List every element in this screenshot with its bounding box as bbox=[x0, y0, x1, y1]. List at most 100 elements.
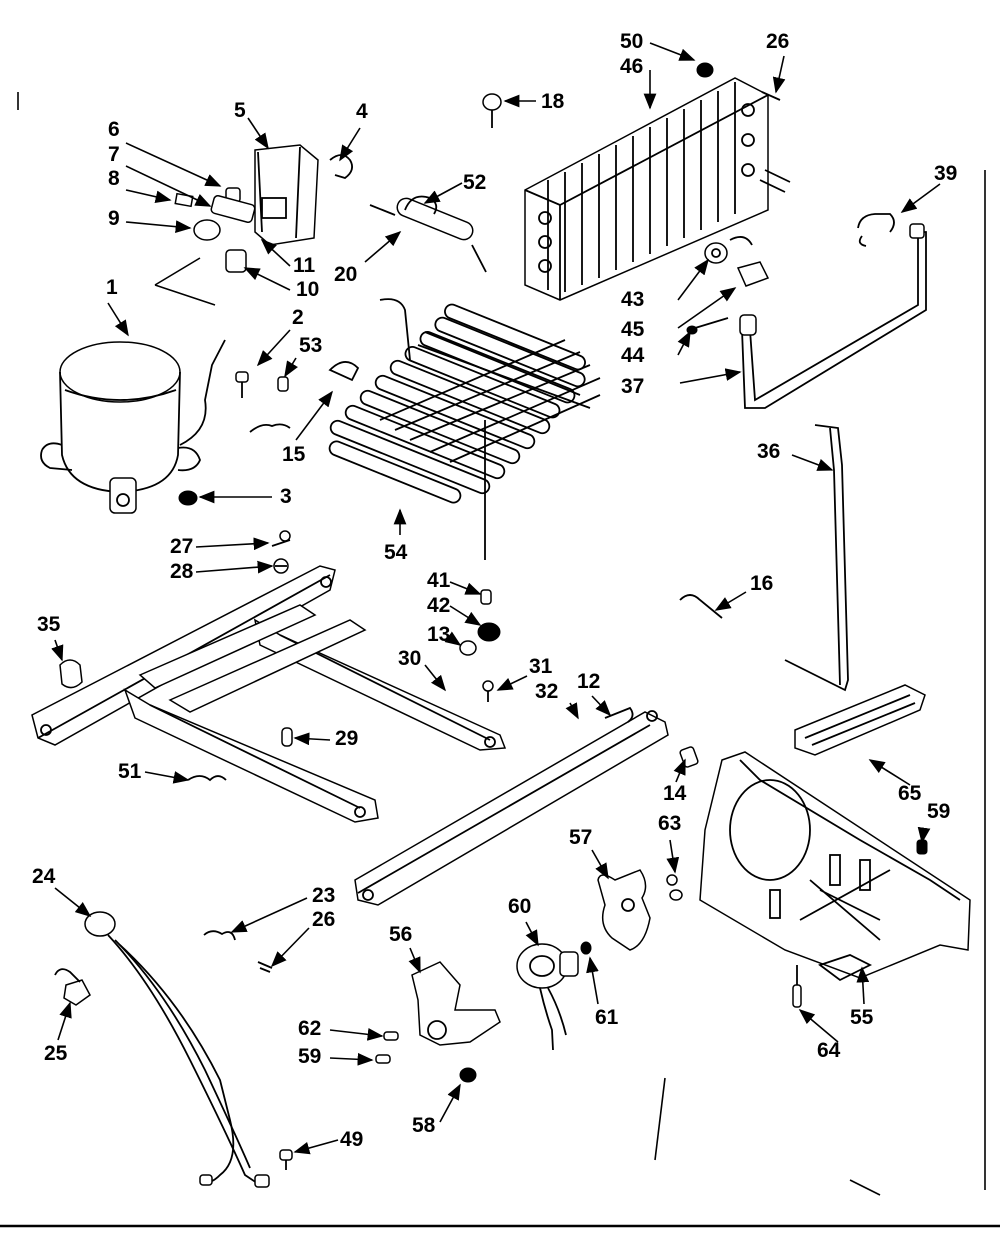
spacer bbox=[281, 727, 293, 747]
leader-line bbox=[565, 702, 579, 720]
leader-line bbox=[256, 329, 291, 367]
leader-line bbox=[591, 849, 609, 880]
callout-label: 44 bbox=[621, 344, 645, 367]
drain-pan bbox=[794, 684, 926, 756]
leader-line bbox=[424, 664, 446, 692]
leader-line bbox=[230, 897, 308, 933]
callout-label: 43 bbox=[621, 288, 644, 311]
screw bbox=[279, 1149, 293, 1170]
callout-label: 50 bbox=[620, 30, 643, 53]
leader-line bbox=[270, 927, 310, 968]
callout-label: 6 bbox=[108, 118, 120, 141]
callout-label: 30 bbox=[398, 647, 421, 670]
leader-line bbox=[293, 1139, 339, 1155]
leader-line bbox=[677, 287, 737, 329]
spacer bbox=[792, 965, 802, 1008]
leader-line bbox=[329, 1027, 384, 1041]
drier bbox=[369, 195, 487, 273]
callout-label: 23 bbox=[312, 884, 335, 907]
condenser bbox=[524, 77, 791, 301]
leader-line bbox=[260, 238, 291, 267]
leader-line bbox=[586, 956, 599, 1005]
spacer bbox=[666, 874, 683, 901]
nut bbox=[696, 62, 714, 78]
wire-harness bbox=[84, 911, 270, 1188]
callout-label: 64 bbox=[817, 1039, 841, 1062]
leader-line bbox=[649, 42, 696, 61]
leader-line bbox=[772, 55, 786, 94]
fan-motor bbox=[516, 943, 579, 1051]
callout-label: 13 bbox=[427, 623, 450, 646]
callout-label: 60 bbox=[508, 895, 531, 918]
grommet bbox=[459, 1067, 477, 1083]
callout-label: 49 bbox=[340, 1128, 363, 1151]
callout-label: 63 bbox=[658, 812, 681, 835]
callout-label: 26 bbox=[312, 908, 335, 931]
leader-line bbox=[284, 357, 298, 378]
callout-label: 25 bbox=[44, 1042, 68, 1065]
callout-label: 9 bbox=[108, 207, 120, 230]
leader-line bbox=[195, 537, 270, 551]
callout-label: 27 bbox=[170, 535, 193, 558]
callout-labels: 1 2 3 4 5 6 7 8 9 10 11 12 13 14 15 16 1… bbox=[32, 30, 957, 1151]
callout-label: 31 bbox=[529, 655, 553, 678]
screw bbox=[482, 680, 494, 702]
leader-line bbox=[677, 258, 709, 301]
callout-label: 35 bbox=[37, 613, 61, 636]
callout-label: 41 bbox=[427, 569, 451, 592]
callout-label: 7 bbox=[108, 143, 120, 166]
leader-line bbox=[57, 1001, 72, 1041]
evaporator bbox=[328, 298, 601, 560]
clip bbox=[187, 775, 227, 782]
screw bbox=[686, 317, 729, 335]
leader-line bbox=[449, 581, 482, 595]
callout-label: 53 bbox=[299, 334, 322, 357]
clip bbox=[203, 930, 273, 973]
callout-label: 32 bbox=[535, 680, 558, 703]
leader-line bbox=[917, 826, 931, 844]
callout-label: 61 bbox=[595, 1006, 619, 1029]
callout-label: 15 bbox=[282, 443, 306, 466]
callout-label: 12 bbox=[577, 670, 600, 693]
leader-line bbox=[295, 390, 333, 441]
leader-line bbox=[54, 887, 92, 917]
machine-compartment-shroud bbox=[699, 751, 971, 982]
leader-line bbox=[125, 220, 192, 234]
leader-line bbox=[408, 947, 421, 974]
screw bbox=[916, 839, 928, 855]
heat-exchanger-tube bbox=[739, 223, 927, 409]
callout-label: 28 bbox=[170, 560, 194, 583]
front-rail bbox=[354, 710, 669, 906]
leader-line bbox=[714, 591, 747, 611]
callout-label: 4 bbox=[356, 100, 368, 123]
relay-cover bbox=[254, 144, 319, 246]
start-relay bbox=[174, 187, 256, 273]
defrost-drain-tube bbox=[784, 424, 849, 692]
leader-line bbox=[798, 1008, 839, 1043]
callout-label: 58 bbox=[412, 1114, 436, 1137]
leader-line bbox=[364, 230, 402, 263]
spacer bbox=[459, 589, 501, 656]
leader-line bbox=[449, 605, 482, 626]
leader-line bbox=[677, 330, 691, 356]
leader-line bbox=[525, 921, 539, 947]
callout-label: 29 bbox=[335, 727, 358, 750]
callout-label: 11 bbox=[293, 254, 316, 277]
callout-label: 16 bbox=[750, 572, 773, 595]
callout-label: 18 bbox=[541, 90, 565, 113]
leader-line bbox=[591, 695, 612, 717]
callout-label: 14 bbox=[663, 782, 687, 805]
callout-label: 57 bbox=[569, 826, 592, 849]
leader-line bbox=[791, 454, 834, 471]
mounting-bracket bbox=[736, 261, 770, 287]
callout-label: 54 bbox=[384, 541, 408, 564]
clip bbox=[857, 213, 895, 247]
leader-lines bbox=[51, 42, 941, 1155]
screw bbox=[271, 530, 291, 574]
leader-line bbox=[496, 675, 528, 691]
leader-line bbox=[107, 302, 129, 337]
leader-line bbox=[125, 142, 222, 187]
callout-label: 20 bbox=[334, 263, 357, 286]
leader-line bbox=[51, 639, 64, 662]
callout-label: 24 bbox=[32, 865, 56, 888]
